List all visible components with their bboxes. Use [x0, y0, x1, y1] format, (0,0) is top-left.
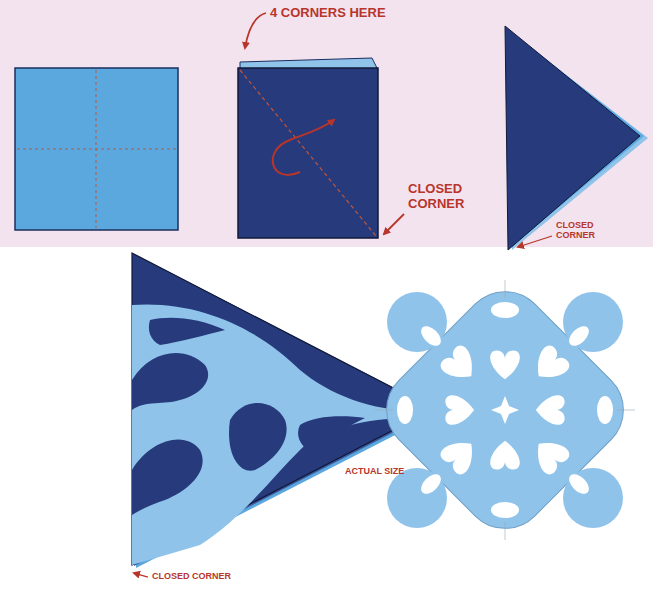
leader-arrow	[384, 214, 404, 234]
callout-label: CLOSED CORNER	[556, 220, 600, 241]
callout-label: CLOSED CORNER	[152, 571, 242, 581]
leader-arrow	[245, 13, 266, 48]
snowflake	[369, 274, 641, 546]
leader-arrow	[134, 573, 148, 577]
folded-square	[238, 58, 378, 238]
callout-label: 4 CORNERS HERE	[270, 6, 400, 21]
paper-square	[15, 68, 178, 230]
scale-note: ACTUAL SIZE	[345, 466, 425, 476]
leader-arrow	[518, 236, 552, 247]
folded-triangle	[505, 26, 648, 250]
callout-label: CLOSED CORNER	[408, 182, 474, 212]
